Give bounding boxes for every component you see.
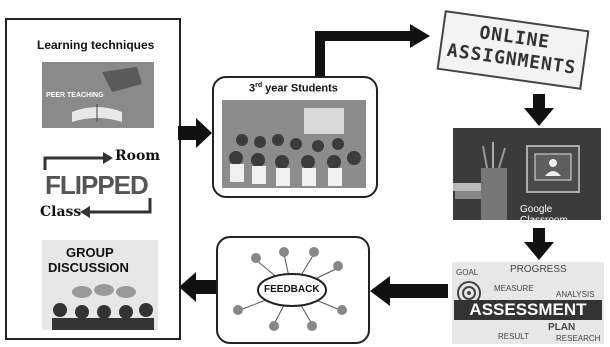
group-people-illustration — [52, 284, 154, 330]
arrow-feedback-to-learning — [179, 272, 216, 302]
feedback-mindmap — [233, 247, 347, 331]
arrow-online-to-classroom — [524, 94, 554, 126]
assessment-word-research: RESEARCH — [556, 334, 601, 343]
flipped-class-word: Class — [40, 204, 82, 220]
assessment-main-word: ASSESSMENT — [454, 300, 602, 320]
students-title-number: 3 — [249, 82, 256, 95]
flipped-class-image: Room FLIPPED Class — [35, 148, 160, 226]
students-title-text: year Students — [262, 82, 338, 95]
google-classroom-label: Google Classroom — [520, 204, 568, 220]
group-discussion-line1: GROUP — [66, 245, 114, 260]
classroom-illustration — [222, 100, 366, 188]
peer-teaching-illustration — [42, 62, 154, 128]
assessment-word-goal: GOAL — [456, 268, 479, 277]
arrow-assessment-to-feedback — [370, 276, 448, 306]
assessment-word-plan: PLAN — [548, 322, 576, 333]
assessment-word-measure: MEASURE — [494, 284, 534, 293]
learning-techniques-title: Learning techniques — [37, 38, 155, 52]
peer-teaching-label: PEER TEACHING — [46, 92, 104, 99]
google-classroom-illustration — [453, 128, 601, 220]
assessment-image: GOAL PROGRESS MEASURE ANALYSIS ASSESSMEN… — [452, 262, 604, 344]
flipped-room-word: Room — [115, 148, 160, 164]
arrow-learning-to-students — [178, 118, 212, 148]
group-discussion-line2: DISCUSSION — [48, 260, 129, 275]
peer-teaching-image: PEER TEACHING — [42, 62, 154, 128]
feedback-center-word: FEEDBACK — [264, 284, 320, 295]
students-title-sup: rd — [255, 82, 263, 89]
flipped-word: FLIPPED — [45, 170, 149, 200]
group-discussion-image: GROUP DISCUSSION — [42, 240, 158, 330]
assessment-word-analysis: ANALYSIS — [556, 290, 595, 299]
students-title: 3rd year Students — [249, 82, 338, 95]
classroom-photo — [222, 100, 366, 188]
arrow-classroom-to-assessment — [524, 228, 554, 260]
arrow-students-to-online — [315, 24, 430, 76]
google-classroom-image: Google Classroom — [453, 128, 601, 220]
assessment-word-result: RESULT — [498, 332, 529, 341]
flipped-class-arrows — [43, 152, 152, 218]
assessment-word-progress: PROGRESS — [510, 264, 567, 275]
